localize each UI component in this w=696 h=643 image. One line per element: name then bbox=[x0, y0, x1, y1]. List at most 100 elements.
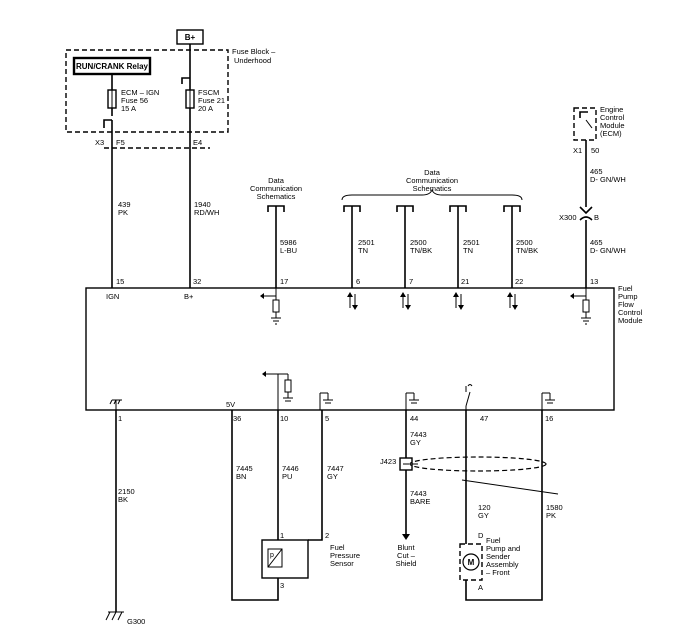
w5986-color: L-BU bbox=[280, 246, 297, 255]
w2500a-color: TN/BK bbox=[410, 246, 432, 255]
ecm-line4: (ECM) bbox=[600, 129, 622, 138]
dcs1-line1: Data bbox=[268, 176, 285, 185]
w7445-num: 7445 bbox=[236, 464, 253, 473]
pin-36: 36 bbox=[233, 414, 241, 423]
sensor-line3: Sensor bbox=[330, 559, 354, 568]
w7443b-color: BARE bbox=[410, 497, 430, 506]
fuse1-line2: Fuse 56 bbox=[121, 96, 148, 105]
dcs1-line2: Communication bbox=[250, 184, 302, 193]
blunt-line2: Cut – bbox=[397, 551, 416, 560]
pump-motor-icon bbox=[462, 553, 480, 571]
pin-13: 13 bbox=[590, 277, 598, 286]
fuse1-pin: F5 bbox=[116, 138, 125, 147]
w465b-num: 465 bbox=[590, 238, 603, 247]
pin-32: 32 bbox=[193, 277, 201, 286]
fuse2-pin: E4 bbox=[193, 138, 202, 147]
blunt-line3: Shield bbox=[396, 559, 417, 568]
ground-g300-icon bbox=[105, 611, 124, 621]
ecm-line2: Control bbox=[600, 113, 625, 122]
blunt-line1: Blunt bbox=[397, 543, 415, 552]
fuse-block-underhood: Fuse Block – Underhood RUN/CRANK Relay E… bbox=[65, 47, 276, 149]
w2501b-color: TN bbox=[463, 246, 473, 255]
ign-label: IGN bbox=[106, 292, 119, 301]
ecm-pin: 50 bbox=[591, 146, 599, 155]
w7447-num: 7447 bbox=[327, 464, 344, 473]
w439-num: 439 bbox=[118, 200, 131, 209]
dcs2-line1: Data bbox=[424, 168, 441, 177]
w1580-num: 1580 bbox=[546, 503, 563, 512]
pin13-pulldown-icon bbox=[570, 288, 591, 325]
module-line3: Flow bbox=[618, 300, 634, 309]
sensor-line1: Fuel bbox=[330, 543, 345, 552]
pump-line5: – Front bbox=[486, 568, 511, 577]
run-crank-relay-label: RUN/CRANK Relay bbox=[76, 62, 149, 71]
pin10-pullup-icon bbox=[262, 371, 293, 410]
w465a-color: D- GN/WH bbox=[590, 175, 626, 184]
ground-pin44-icon bbox=[405, 392, 419, 410]
pump-line3: Sender bbox=[486, 552, 511, 561]
module-line5: Module bbox=[618, 316, 643, 325]
w7446-color: PU bbox=[282, 472, 292, 481]
blunt-cut-icon bbox=[402, 534, 410, 540]
svg-text:p: p bbox=[270, 552, 274, 559]
sensor-pin1: 1 bbox=[280, 531, 284, 540]
ecm-connector-icon bbox=[579, 111, 588, 118]
bidirectional-arrow-6-icon bbox=[347, 292, 358, 310]
sensor-pin2: 2 bbox=[325, 531, 329, 540]
fuse2-line1: FSCM bbox=[198, 88, 219, 97]
module-line1: Fuel bbox=[618, 284, 633, 293]
pin-1: 1 bbox=[118, 414, 122, 423]
five-v-label: 5V bbox=[226, 400, 235, 409]
x300-name: X300 bbox=[559, 213, 577, 222]
fuel-pump-flow-control-module: Fuel Pump Flow Control Module 15 32 17 6… bbox=[85, 277, 643, 423]
ground-pin16-icon bbox=[541, 392, 555, 410]
w7447-color: GY bbox=[327, 472, 338, 481]
ecm-line3: Module bbox=[600, 121, 625, 130]
pin17-pulldown-icon bbox=[260, 288, 281, 325]
pin-7: 7 bbox=[409, 277, 413, 286]
w5986-num: 5986 bbox=[280, 238, 297, 247]
pin-10: 10 bbox=[280, 414, 288, 423]
pin-47: 47 bbox=[480, 414, 488, 423]
pump-line1: Fuel bbox=[486, 536, 501, 545]
w2500b-num: 2500 bbox=[516, 238, 533, 247]
w7443a-color: GY bbox=[410, 438, 421, 447]
w2500b-color: TN/BK bbox=[516, 246, 538, 255]
switch-pin47-icon bbox=[465, 384, 473, 410]
bidirectional-arrow-21-icon bbox=[453, 292, 464, 310]
fuse1-line1: ECM – IGN bbox=[121, 88, 159, 97]
pin-21: 21 bbox=[461, 277, 469, 286]
inline-connector-x300-icon bbox=[579, 206, 593, 215]
fuse-block-connector-icon bbox=[181, 77, 190, 84]
w2501a-color: TN bbox=[358, 246, 368, 255]
dcs2-bracket bbox=[341, 188, 523, 201]
pump-pin-a: A bbox=[478, 583, 483, 592]
chassis-ground-pin1-icon bbox=[109, 399, 122, 410]
ground-pin5-icon bbox=[319, 392, 333, 410]
motor-label: M bbox=[468, 558, 475, 567]
fuse1-connector: X3 bbox=[95, 138, 104, 147]
fuse2-line2: Fuse 21 bbox=[198, 96, 225, 105]
sensor-pin3: 3 bbox=[280, 581, 284, 590]
fuse1-line3: 15 A bbox=[121, 104, 136, 113]
pump-line4: Assembly bbox=[486, 560, 519, 569]
fuse-block-label-1: Fuse Block – bbox=[232, 47, 276, 56]
w2501a-num: 2501 bbox=[358, 238, 375, 247]
fuse-block-label-2: Underhood bbox=[234, 56, 271, 65]
pin-15: 15 bbox=[116, 277, 124, 286]
ground-label: G300 bbox=[127, 617, 145, 626]
module-line2: Pump bbox=[618, 292, 638, 301]
pump-pin-d: D bbox=[478, 531, 484, 540]
fuse2-line3: 20 A bbox=[198, 104, 213, 113]
pin-5: 5 bbox=[325, 414, 329, 423]
bidirectional-arrow-7-icon bbox=[400, 292, 411, 310]
w7443b-num: 7443 bbox=[410, 489, 427, 498]
engine-control-module: Engine Control Module (ECM) X1 50 bbox=[573, 105, 625, 155]
dcs2-line2: Communication bbox=[406, 176, 458, 185]
sensor-line2: Pressure bbox=[330, 551, 360, 560]
w439-color: PK bbox=[118, 208, 128, 217]
fuel-pump-sender-assembly: M D A Fuel Pump and Sender Assembly – Fr… bbox=[459, 531, 520, 592]
pump-line2: Pump and bbox=[486, 544, 520, 553]
x300-pin: B bbox=[594, 213, 599, 222]
